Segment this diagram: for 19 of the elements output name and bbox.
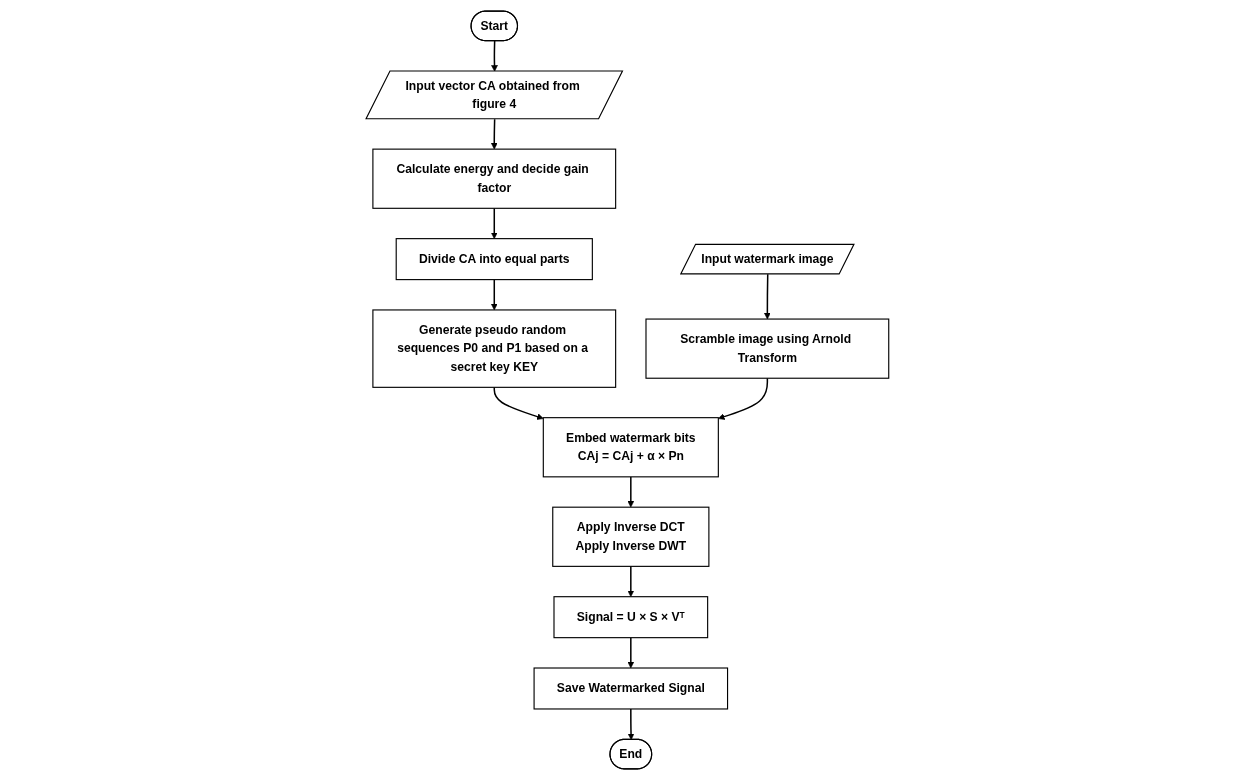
arrow xyxy=(718,377,769,420)
node-box: Apply Inverse DCT Apply Inverse DWT xyxy=(552,506,710,567)
arrow xyxy=(627,476,635,508)
arrow xyxy=(491,278,498,311)
node-box: Signal = U × S × Vᵀ xyxy=(553,596,709,639)
node-box: Save Watermarked Signal xyxy=(533,667,729,710)
arrow xyxy=(491,40,498,72)
arrow xyxy=(491,207,498,239)
arrow xyxy=(491,118,498,150)
arrow xyxy=(493,386,544,420)
node-box: Generate pseudo random sequences P0 and P1 based on a secret key KEY xyxy=(372,309,617,388)
node-box: Divide CA into equal parts xyxy=(395,238,593,281)
arrow xyxy=(627,565,635,597)
node-box: Calculate energy and decide gain factor xyxy=(372,148,617,209)
node-box: Embed watermark bits CAj = CAj + α × Pn xyxy=(542,417,719,478)
arrow xyxy=(627,708,635,740)
arrow xyxy=(764,273,771,320)
node-box: Scramble image using Arnold Transform xyxy=(645,318,890,379)
arrow xyxy=(627,636,635,669)
